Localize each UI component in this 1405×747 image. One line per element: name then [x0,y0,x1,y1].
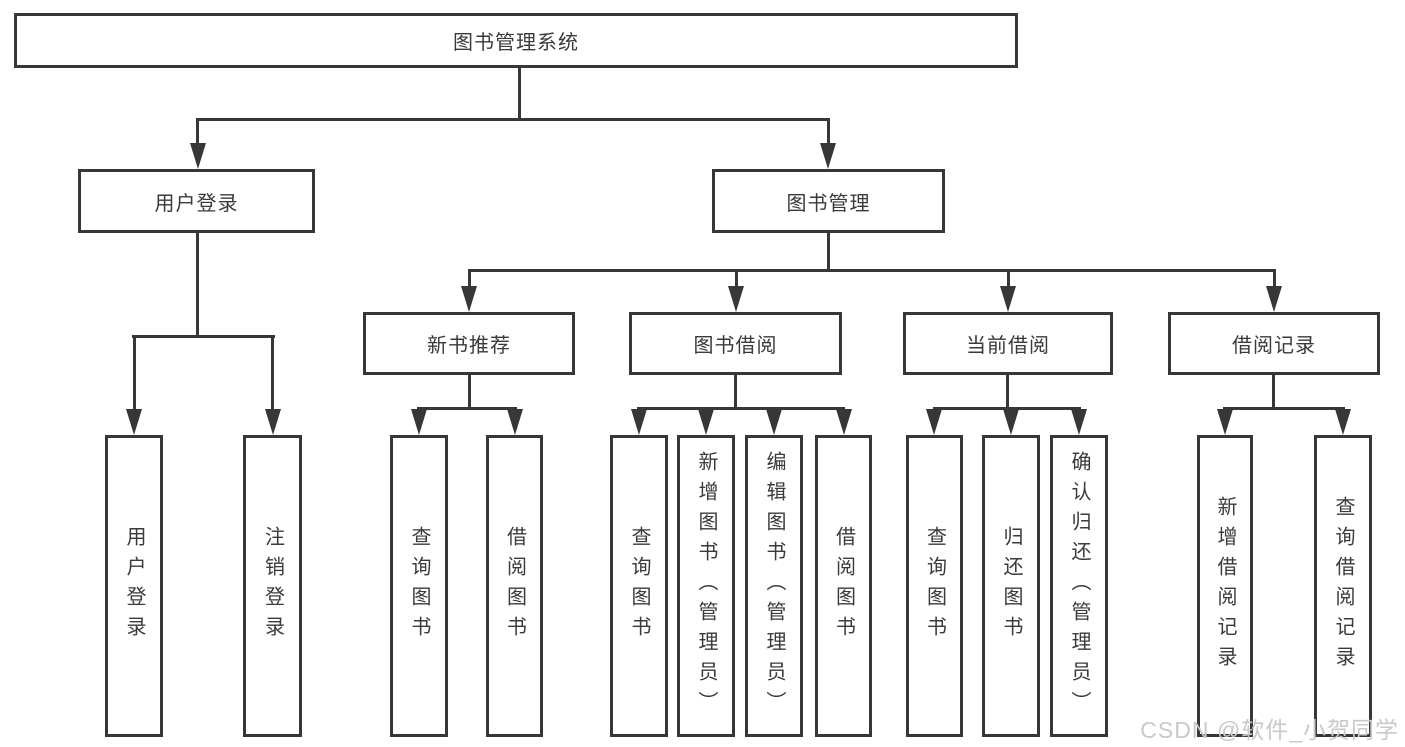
leaf-query-books-current: 查询图书 [906,435,963,737]
connector-drop-group-3 [1007,269,1010,289]
leaf-user-login: 用户登录 [105,435,163,737]
arrow-g2-edit-books [766,409,782,435]
connector-group4-horizontal [1223,407,1345,410]
connector-root-horizontal [196,118,830,121]
node-library-management-system: 图书管理系统 [14,13,1018,68]
leaf-edit-books-admin: 编辑图书（管理员） [745,435,803,737]
leaf-query-books-recommend: 查询图书 [390,435,448,737]
node-book-management: 图书管理 [712,169,945,233]
connector-drop-group-1 [468,269,471,289]
leaf-add-borrow-record: 新增借阅记录 [1197,435,1253,737]
leaf-confirm-return-admin: 确认归还（管理员） [1050,435,1108,737]
connector-group2-vertical [734,375,737,409]
connector-drop-leaf-user-login [133,335,136,412]
arrow-g4-query-record [1335,409,1351,435]
arrow-to-user-login [190,143,206,169]
leaf-query-borrow-record: 查询借阅记录 [1314,435,1372,737]
connector-group3-horizontal [933,407,1081,410]
leaf-borrow-books-recommend: 借阅图书 [486,435,543,737]
arrow-to-group-book-borrowing [728,286,744,312]
group-new-book-recommendation: 新书推荐 [363,312,575,375]
connector-mgmt-horizontal [468,269,1276,272]
arrow-g3-confirm-return [1071,409,1087,435]
connector-drop-group-2 [735,269,738,289]
arrow-g2-query-books [631,409,647,435]
leaf-borrow-books-borrowing: 借阅图书 [815,435,872,737]
connector-drop-user-login [196,118,199,146]
arrow-to-group-current-borrowing [1000,286,1016,312]
arrow-to-book-management [820,143,836,169]
watermark-csdn: CSDN @软件_小贺同学 [1140,717,1399,743]
leaf-query-books-borrowing: 查询图书 [610,435,668,737]
leaf-return-books: 归还图书 [982,435,1040,737]
arrow-g1-borrow-books [507,409,523,435]
connector-group3-vertical [1006,375,1009,409]
connector-group1-vertical [468,375,471,409]
leaf-logout-login: 注销登录 [243,435,302,737]
arrow-g3-query-books [926,409,942,435]
arrow-g3-return-books [1003,409,1019,435]
connector-drop-book-management [827,118,830,146]
arrow-g2-add-books [698,409,714,435]
connector-group4-vertical [1272,375,1275,409]
connector-drop-group-4 [1273,269,1276,289]
connector-root-vertical [518,68,521,121]
connector-group1-horizontal [417,407,517,410]
arrow-to-leaf-user-login [126,409,142,435]
arrow-g2-borrow-books [836,409,852,435]
arrow-to-group-new-books [461,286,477,312]
leaf-add-books-admin: 新增图书（管理员） [677,435,735,737]
connector-drop-leaf-logout [271,335,274,412]
connector-login-horizontal [132,335,275,338]
group-current-borrowing: 当前借阅 [903,312,1113,375]
arrow-g4-add-record [1217,409,1233,435]
arrow-to-leaf-logout [265,409,281,435]
arrow-to-group-borrowing-records [1266,286,1282,312]
connector-login-vertical [196,232,199,338]
group-borrowing-records: 借阅记录 [1168,312,1380,375]
group-book-borrowing: 图书借阅 [629,312,842,375]
arrow-g1-query-books [411,409,427,435]
connector-mgmt-vertical [827,232,830,272]
node-user-login: 用户登录 [78,169,315,233]
connector-group2-horizontal [637,407,845,410]
